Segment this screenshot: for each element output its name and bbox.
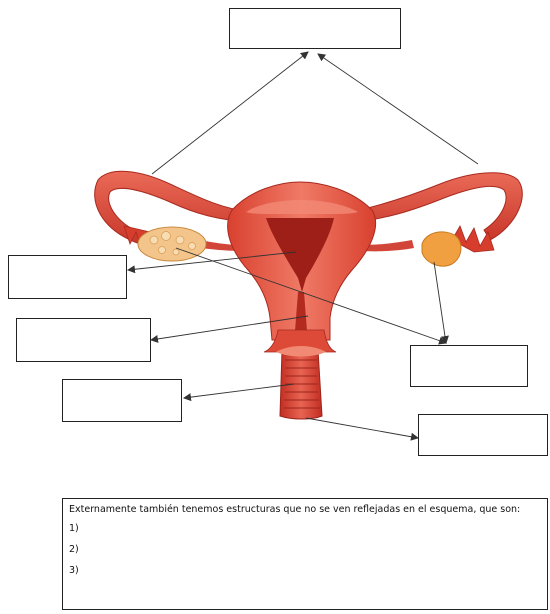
line-vagina [184, 384, 294, 398]
label-box-ovary-right[interactable] [410, 345, 528, 387]
line-right-ovary [434, 262, 446, 343]
label-box-cervix[interactable] [16, 318, 151, 362]
line-opening [306, 418, 418, 438]
left-ovary [138, 227, 206, 261]
right-fallopian-tube [350, 173, 522, 240]
answer-item-3[interactable]: 3) [69, 565, 541, 577]
line-top-left [152, 52, 308, 174]
answer-item-2[interactable]: 2) [69, 544, 541, 556]
answer-item-1[interactable]: 1) [69, 523, 541, 535]
line-top-right [318, 54, 478, 164]
question-box: Externamente también tenemos estructuras… [62, 498, 548, 610]
label-box-top[interactable] [229, 8, 401, 49]
label-box-bottom-right[interactable] [418, 414, 548, 456]
question-prompt: Externamente también tenemos estructuras… [69, 504, 541, 516]
label-box-vagina[interactable] [62, 379, 182, 422]
right-ovary [422, 232, 461, 266]
label-box-ovary-left[interactable] [8, 255, 127, 299]
